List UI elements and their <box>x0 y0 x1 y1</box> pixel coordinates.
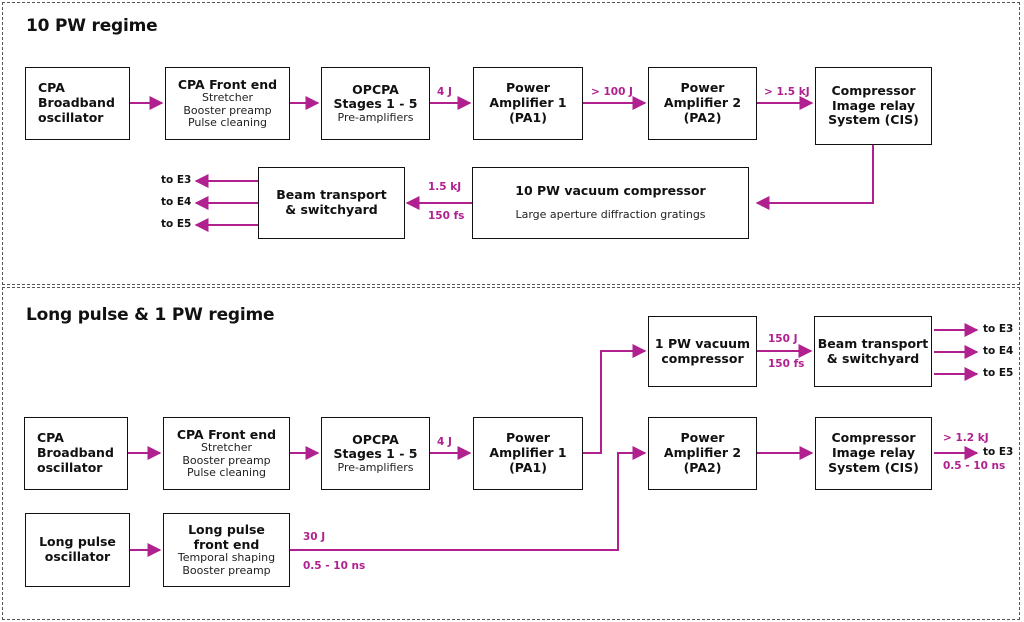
box-line: CPA <box>38 80 65 96</box>
vacuum-compressor-10pw-box: 10 PW vacuum compressor Large aperture d… <box>472 167 749 239</box>
box-title: OPCPA <box>352 81 399 97</box>
compressor-image-relay-box: Compressor Image relay System (CIS) <box>815 67 932 145</box>
box-title: System (CIS) <box>828 112 919 128</box>
box-title: Stages 1 - 5 <box>333 96 418 112</box>
box-sub: Stretcher <box>202 91 253 105</box>
box-title: Beam transport <box>276 187 387 203</box>
box-sub: Pulse cleaning <box>187 116 268 130</box>
cpa-oscillator-box-2: CPA Broadband oscillator <box>24 417 128 490</box>
box-title: 10 PW vacuum compressor <box>515 183 706 199</box>
box-sub: Pre-amplifiers <box>337 111 414 125</box>
box-sub: Booster preamp <box>182 453 271 467</box>
beam-transport-box-2: Beam transport & switchyard <box>814 316 932 387</box>
long-pulse-front-end-box: Long pulse front end Temporal shaping Bo… <box>163 513 290 587</box>
energy-label-pa2: > 1.5 kJ <box>764 86 810 98</box>
box-title: Amplifier 1 <box>489 445 567 461</box>
energy-label-opcpa: 4 J <box>437 86 452 98</box>
arrow-pa1-to-vac1 <box>583 344 647 454</box>
cpa-front-end-box: CPA Front end Stretcher Booster preamp P… <box>165 67 290 140</box>
box-sub: Booster preamp <box>182 563 271 577</box>
energy-label-opcpa-2: 4 J <box>437 436 452 448</box>
box-title: (PA2) <box>683 459 722 475</box>
output-label-e3-2: to E3 <box>983 323 1014 335</box>
box-title: 1 PW vacuum <box>654 335 751 351</box>
box-title: Power <box>506 430 550 446</box>
box-title: Image relay <box>831 97 915 113</box>
box-title: System (CIS) <box>828 459 919 475</box>
box-sub: Stretcher <box>201 441 252 455</box>
box-title: front end <box>193 536 260 552</box>
arrow-cis-to-vac <box>755 145 874 210</box>
output-label-cis-e3: to E3 <box>983 446 1014 458</box>
beam-transport-box: Beam transport & switchyard <box>258 167 405 239</box>
output-label-e5-2: to E5 <box>983 367 1014 379</box>
box-sub: Booster preamp <box>183 103 272 117</box>
box-title: Amplifier 2 <box>663 445 742 461</box>
box-sub: Temporal shaping <box>177 551 276 565</box>
output-label-e4: to E4 <box>161 196 192 208</box>
top-panel <box>2 2 1020 285</box>
box-title: oscillator <box>44 549 111 564</box>
duration-label-long-pulse: 0.5 - 10 ns <box>303 560 366 572</box>
power-amplifier-2-box-2: Power Amplifier 2 (PA2) <box>648 417 757 490</box>
box-title: Amplifier 2 <box>663 95 742 111</box>
box-title: Beam transport <box>817 335 929 351</box>
box-title: Long pulse <box>39 534 116 550</box>
opcpa-box-2: OPCPA Stages 1 - 5 Pre-amplifiers <box>321 417 430 490</box>
box-sub: Pre-amplifiers <box>337 461 414 475</box>
power-amplifier-1-box-2: Power Amplifier 1 (PA1) <box>473 417 583 490</box>
output-label-e3: to E3 <box>161 174 192 186</box>
box-title: Image relay <box>831 445 915 461</box>
box-line: Broadband <box>37 445 114 461</box>
power-amplifier-1-box: Power Amplifier 1 (PA1) <box>473 67 583 140</box>
energy-label-vac1: 150 J <box>768 333 798 345</box>
box-title: (PA1) <box>509 109 547 125</box>
cpa-oscillator-box: CPA Broadband oscillator <box>25 67 130 140</box>
arrow-lpfront-to-pa2 <box>290 446 647 551</box>
output-label-e5: to E5 <box>161 218 192 230</box>
box-title: OPCPA <box>352 431 399 447</box>
box-title: Stages 1 - 5 <box>333 446 418 462</box>
box-title: Amplifier 1 <box>489 95 567 111</box>
compressor-image-relay-box-2: Compressor Image relay System (CIS) <box>815 417 932 490</box>
duration-label-cis: 0.5 - 10 ns <box>943 460 1006 472</box>
opcpa-box: OPCPA Stages 1 - 5 Pre-amplifiers <box>321 67 430 140</box>
box-title: Power <box>680 430 725 446</box>
top-heading: 10 PW regime <box>26 16 158 36</box>
box-line: CPA <box>37 430 64 446</box>
duration-label-vac: 150 fs <box>428 210 465 222</box>
bottom-panel <box>2 287 1020 620</box>
output-label-e4-2: to E4 <box>983 345 1014 357</box>
energy-label-cis: > 1.2 kJ <box>943 432 989 444</box>
energy-label-pa1: > 100 J <box>591 86 633 98</box>
box-title: compressor <box>661 350 744 366</box>
box-sub: Pulse cleaning <box>186 466 267 480</box>
box-title: (PA1) <box>509 459 547 475</box>
box-title: CPA Front end <box>176 426 277 442</box>
energy-label-long-pulse: 30 J <box>303 531 326 543</box>
box-title: Compressor <box>831 82 916 98</box>
box-title: & switchyard <box>826 350 920 366</box>
box-title: Compressor <box>831 430 916 446</box>
vacuum-compressor-1pw-box: 1 PW vacuum compressor <box>648 316 757 387</box>
box-title: Power <box>680 80 725 96</box>
box-title: Long pulse <box>188 521 265 537</box>
box-line: Broadband <box>38 95 115 111</box>
box-title: & switchyard <box>285 202 378 217</box>
power-amplifier-2-box: Power Amplifier 2 (PA2) <box>648 67 757 140</box>
bottom-heading: Long pulse & 1 PW regime <box>26 305 275 325</box>
box-title: (PA2) <box>683 109 722 125</box>
long-pulse-oscillator-box: Long pulse oscillator <box>25 513 130 587</box>
cpa-front-end-box-2: CPA Front end Stretcher Booster preamp P… <box>163 417 290 490</box>
box-title: CPA Front end <box>177 76 278 92</box>
box-title: Power <box>506 80 550 96</box>
duration-label-vac1: 150 fs <box>768 358 805 370</box>
box-sub: Large aperture diffraction gratings <box>515 208 706 222</box>
box-line: oscillator <box>37 459 103 475</box>
box-line: oscillator <box>38 109 104 125</box>
energy-label-vac: 1.5 kJ <box>428 181 462 193</box>
